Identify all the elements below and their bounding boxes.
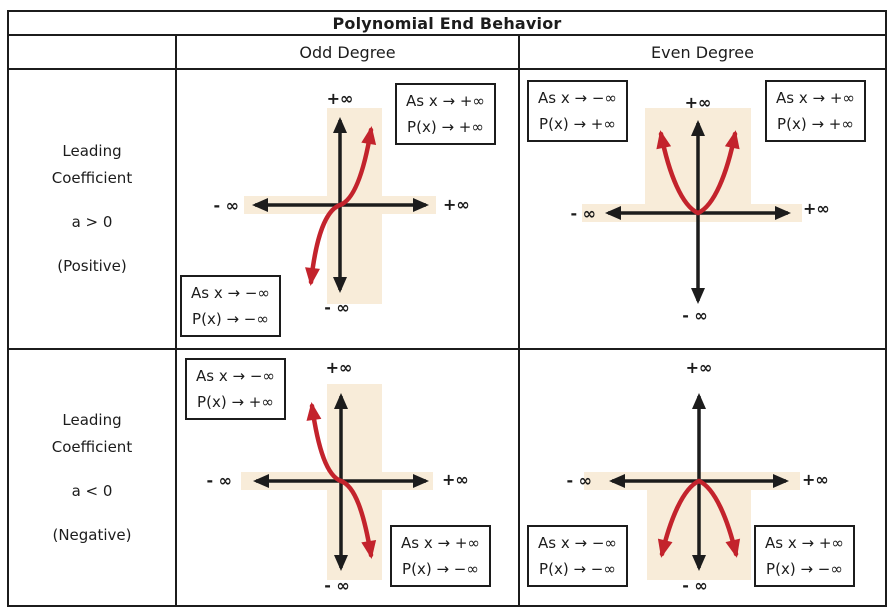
axis-label-top: +∞ (686, 358, 713, 377)
row-label-line: Leading (62, 410, 122, 429)
axis-label-bottom: - ∞ (682, 306, 708, 325)
axis-label-right: +∞ (802, 470, 829, 489)
callout-line: As x → +∞ (765, 534, 844, 552)
end-behavior-table: Polynomial End Behavior Odd Degree Even … (7, 10, 887, 607)
parabola-upward (656, 130, 740, 216)
axis-label-left: - ∞ (566, 471, 592, 490)
callout-line: P(x) → +∞ (407, 118, 484, 136)
curve-upper-right (695, 130, 740, 216)
axis-label-right: +∞ (443, 195, 470, 214)
curve-upper-left (656, 130, 701, 216)
row-label-line: Coefficient (51, 437, 133, 456)
callout-line: As x → +∞ (401, 534, 480, 552)
end-behavior-graph-odd-positive: +∞ - ∞ - ∞ +∞ (213, 89, 470, 317)
axes (609, 393, 789, 571)
callout-line: As x → −∞ (191, 284, 270, 302)
callout-top-right: As x → +∞ P(x) → +∞ (395, 83, 496, 145)
curve-upper-right (337, 126, 377, 208)
axis-label-left: - ∞ (213, 196, 239, 215)
end-behavior-graph-odd-negative: +∞ - ∞ - ∞ +∞ (206, 358, 469, 595)
callout-line: P(x) → −∞ (766, 560, 843, 578)
end-behavior-graph-even-negative: +∞ - ∞ - ∞ +∞ (566, 358, 829, 595)
callout-bottom-left: As x → −∞ P(x) → −∞ (527, 525, 628, 587)
row-label-sign: (Negative) (52, 525, 132, 544)
callout-top-right: As x → +∞ P(x) → +∞ (765, 80, 866, 142)
callout-line: P(x) → −∞ (402, 560, 479, 578)
callout-line: P(x) → −∞ (192, 310, 269, 328)
callout-line: P(x) → +∞ (197, 393, 274, 411)
axes (252, 117, 429, 293)
callout-top-left: As x → −∞ P(x) → +∞ (527, 80, 628, 142)
callout-line: As x → −∞ (196, 367, 275, 385)
header-odd-degree: Odd Degree (177, 36, 520, 70)
row-label-sign: (Positive) (57, 257, 127, 275)
parabola-downward (657, 478, 741, 558)
axis-label-right: +∞ (442, 470, 469, 489)
curve-upper-left (306, 402, 344, 484)
axis-label-left: - ∞ (206, 471, 232, 490)
axes (253, 393, 429, 571)
callout-bottom-left: As x → −∞ P(x) → −∞ (180, 275, 281, 337)
row-label-negative: Leading Coefficient a < 0 (Negative) (9, 350, 177, 605)
row-label-condition: a < 0 (71, 481, 113, 500)
callout-line: As x → −∞ (538, 89, 617, 107)
curve-lower-right (338, 478, 377, 559)
axis-label-bottom: - ∞ (324, 576, 350, 595)
axis-label-top: +∞ (326, 358, 353, 377)
callout-line: As x → +∞ (406, 92, 485, 110)
end-behavior-graph-even-positive: +∞ - ∞ - ∞ +∞ (570, 93, 830, 325)
callout-bottom-right: As x → +∞ P(x) → −∞ (754, 525, 855, 587)
callout-bottom-right: As x → +∞ P(x) → −∞ (390, 525, 491, 587)
graph-cell-odd-negative: +∞ - ∞ - ∞ +∞ As x → −∞ P(x) → +∞ As x →… (177, 350, 520, 605)
graph-cell-odd-positive: +∞ - ∞ - ∞ +∞ As x → +∞ P(x) → +∞ As x →… (177, 70, 520, 350)
axis-label-bottom: - ∞ (682, 576, 708, 595)
callout-line: As x → −∞ (538, 534, 617, 552)
row-label-line: Leading (62, 142, 122, 160)
graph-cell-even-positive: +∞ - ∞ - ∞ +∞ As x → −∞ P(x) → +∞ As x →… (520, 70, 885, 350)
callout-line: P(x) → +∞ (539, 115, 616, 133)
row-label-condition: a > 0 (71, 213, 113, 231)
axes (605, 120, 791, 304)
header-corner-cell (9, 36, 177, 70)
header-even-degree: Even Degree (520, 36, 885, 70)
axis-label-right: +∞ (803, 199, 830, 218)
graph-cell-even-negative: +∞ - ∞ - ∞ +∞ As x → −∞ P(x) → −∞ As x →… (520, 350, 885, 605)
curve-lower-right (696, 478, 741, 558)
curve-lower-left (657, 478, 702, 558)
table-title: Polynomial End Behavior (9, 12, 885, 36)
curve-lower-left (305, 202, 343, 286)
callout-line: P(x) → +∞ (777, 115, 854, 133)
axis-label-top: +∞ (327, 89, 354, 108)
axis-label-left: - ∞ (570, 204, 596, 223)
row-label-positive: Leading Coefficient a > 0 (Positive) (9, 70, 177, 350)
axis-label-bottom: - ∞ (324, 298, 350, 317)
cubic-curve-increasing (305, 126, 377, 286)
axis-label-top: +∞ (685, 93, 712, 112)
callout-top-left: As x → −∞ P(x) → +∞ (185, 358, 286, 420)
row-label-line: Coefficient (51, 169, 133, 187)
callout-line: As x → +∞ (776, 89, 855, 107)
callout-line: P(x) → −∞ (539, 560, 616, 578)
cubic-curve-decreasing (306, 402, 377, 559)
